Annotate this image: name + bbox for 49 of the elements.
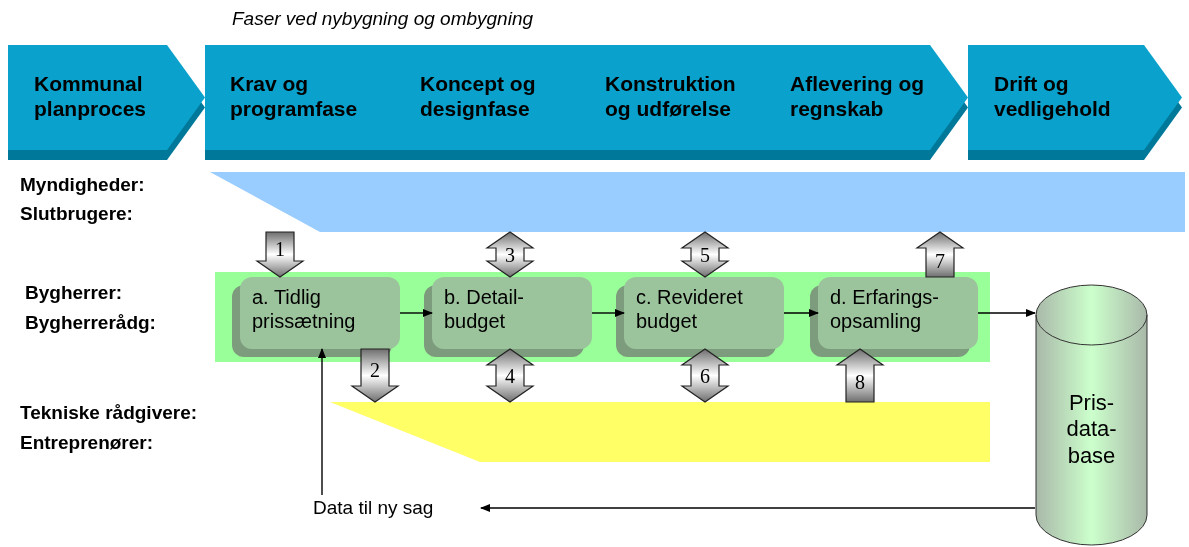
process-box [432,277,592,349]
step-label: d. Erfarings- opsamling [830,285,940,333]
arrow [783,309,819,317]
step-label: a. Tidlig prissætning [252,285,357,333]
block-arrow [680,348,730,403]
edge-label: 1 [275,238,285,259]
block-arrow [485,231,535,278]
edge-label: 5 [700,244,710,265]
block-arrow [680,231,730,278]
role-band [210,172,1185,232]
role-label: Bygherrerådg: [25,312,156,335]
block-arrow [255,231,305,278]
phase-label: Aflevering og regnskab [790,71,926,122]
phase-label: Kommunal planproces [34,71,148,122]
role-label: Tekniske rådgivere: [20,402,198,425]
edge-label: 6 [700,365,710,386]
edge-label: 3 [505,244,515,265]
diagram-title: Faser ved nybygning og ombygning [232,8,534,30]
process-box [818,277,978,349]
role-band [215,272,990,362]
role-label: Entreprenører: [20,432,154,455]
block-arrow [350,348,400,403]
step-label: c. Revideret budget [636,285,744,333]
role-label: Myndigheder: [20,174,145,197]
role-label: Slutbrugere: [20,203,133,226]
edge-label: 2 [370,359,380,380]
arrow [977,309,1036,317]
arrow [480,504,1036,512]
arrow [318,348,326,496]
phase-label: Drift og vedligehold [994,71,1112,122]
phase-label: Krav og programfase [230,71,359,122]
phase-label: Konstruktion og udførelse [605,71,737,122]
database-label: Pris- data- base [1065,390,1118,470]
database-cylinder [1035,285,1148,545]
block-arrow [835,348,885,403]
process-box [240,277,400,349]
edge-label: 4 [505,365,515,386]
role-label: Bygherrer: [25,282,123,305]
phase-label: Koncept og designfase [420,71,537,122]
block-arrow [485,348,535,403]
arrow [591,309,625,317]
note-text: Data til ny sag [313,497,434,520]
process-box [624,277,784,349]
edge-label: 8 [855,371,865,392]
step-label: b. Detail- budget [444,285,526,333]
arrow [399,309,433,317]
role-band [330,402,990,462]
edge-label: 7 [935,250,945,271]
block-arrow [915,231,965,278]
